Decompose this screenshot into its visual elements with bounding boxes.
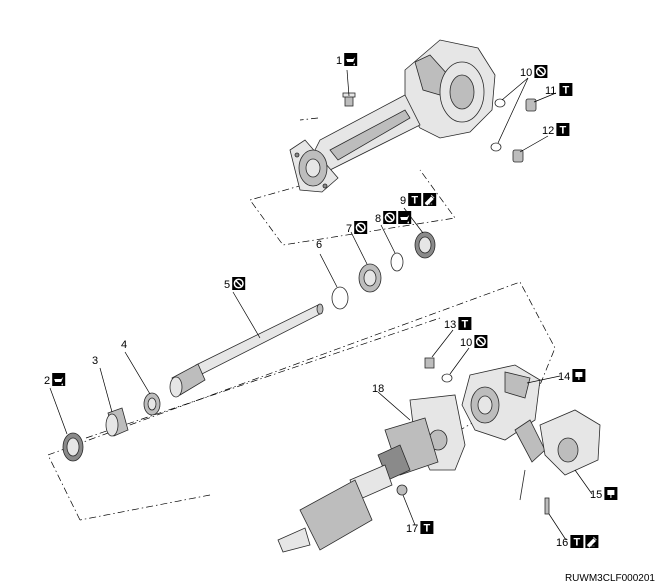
- callout-label: 9: [400, 195, 406, 207]
- callout-label: 16: [556, 537, 568, 549]
- torque-icon: T: [408, 193, 422, 207]
- actuator-housing-14: [461, 364, 541, 441]
- oil-icon: [344, 53, 358, 66]
- grease-icon: [572, 369, 586, 382]
- callout-label: 13: [444, 319, 456, 331]
- bolt-13: [424, 357, 453, 383]
- torque-icon: T: [559, 83, 573, 97]
- svg-text:T: T: [462, 319, 469, 331]
- drawing-code: RUWM3CLF000201: [564, 573, 655, 584]
- torque-icon: T: [458, 317, 472, 331]
- callout-label: 5: [224, 279, 230, 291]
- differential-carrier: [289, 39, 496, 193]
- seal-and-bearing-1-to-3: [62, 392, 161, 462]
- callout-label: 2: [44, 375, 50, 387]
- no-reuse-icon: [354, 221, 368, 234]
- callout-label: 7: [346, 223, 352, 235]
- svg-text:T: T: [574, 537, 581, 549]
- leader-lines: [49, 69, 593, 541]
- torque-icon: T: [420, 521, 434, 535]
- svg-text:T: T: [411, 195, 418, 207]
- svg-text:T: T: [560, 125, 567, 137]
- no-reuse-icon: [383, 211, 397, 224]
- callout-label: 1: [336, 55, 342, 67]
- motor-15: [514, 409, 601, 501]
- torque-icon: T: [556, 123, 570, 137]
- svg-text:T: T: [424, 523, 431, 535]
- callout-label: 18: [372, 383, 384, 395]
- grease-icon: [604, 487, 618, 500]
- callout-label: 11: [545, 85, 556, 97]
- bolt-16: [544, 497, 550, 515]
- callout-label: 17: [406, 523, 418, 535]
- drive-shaft-18: [277, 394, 466, 553]
- callout-label: 10: [520, 67, 532, 79]
- rings-5-to-8: [331, 231, 436, 310]
- callout-label: 8: [375, 213, 381, 225]
- sealant-icon: [585, 535, 599, 548]
- callout-label: 4: [121, 339, 127, 351]
- oil-icon: [52, 373, 66, 386]
- no-reuse-icon: [474, 335, 488, 348]
- no-reuse-icon: [534, 65, 548, 78]
- oil-icon: [398, 211, 412, 224]
- plugs-and-gaskets: [490, 98, 537, 163]
- callout-label: 14: [558, 371, 570, 383]
- callout-label: 3: [92, 355, 98, 367]
- sealant-icon: [423, 193, 437, 206]
- no-reuse-icon: [232, 277, 246, 290]
- svg-text:T: T: [563, 85, 570, 97]
- torque-icon: T: [570, 535, 584, 549]
- callout-label: 10: [460, 337, 472, 349]
- callout-label: 12: [542, 125, 554, 137]
- shaft-4: [169, 303, 324, 398]
- callout-label: 6: [316, 239, 322, 251]
- callout-label: 15: [590, 489, 602, 501]
